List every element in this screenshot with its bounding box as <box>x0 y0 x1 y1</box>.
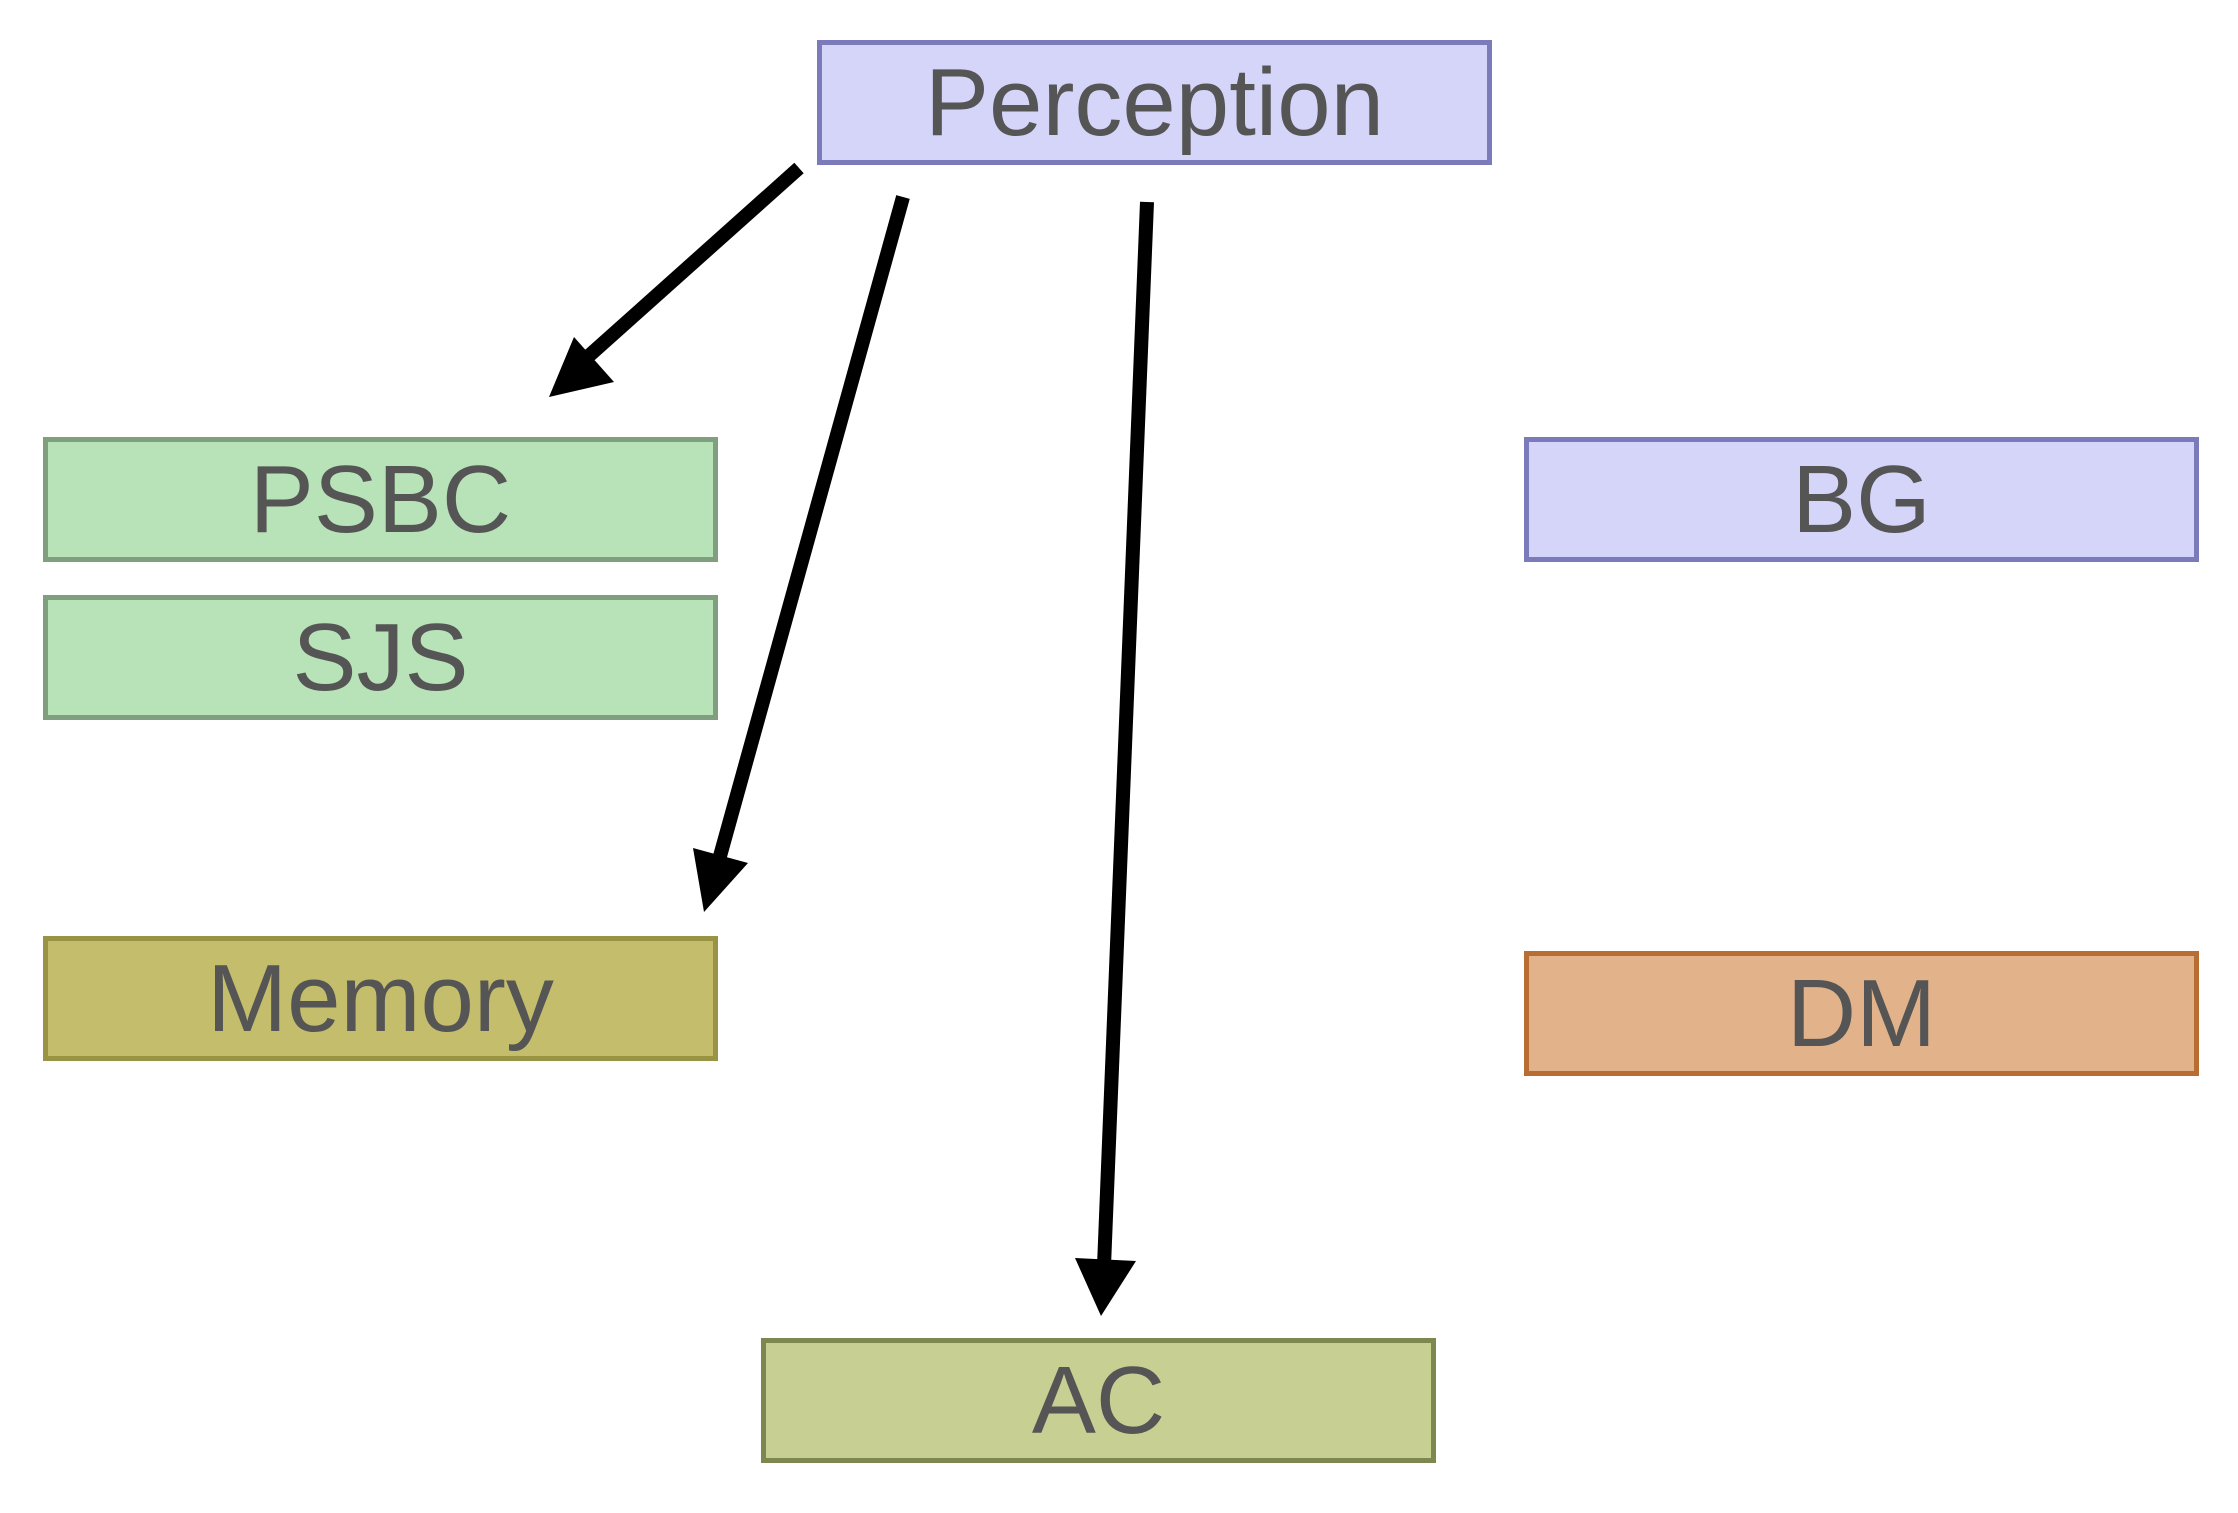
edge-perception-to-ac-line <box>1097 201 1154 1267</box>
edge-perception-to-psbc-arrowhead <box>549 337 614 397</box>
node-psbc: PSBC <box>43 437 718 562</box>
node-dm-label: DM <box>1786 959 1937 1067</box>
node-psbc-label: PSBC <box>249 445 512 553</box>
node-ac-label: AC <box>1031 1346 1166 1454</box>
node-dm: DM <box>1524 951 2199 1076</box>
node-ac: AC <box>761 1338 1436 1463</box>
node-memory-label: Memory <box>207 944 554 1052</box>
edge-perception-to-psbc-line <box>577 162 804 368</box>
edge-perception-to-memory <box>693 195 910 912</box>
node-bg-label: BG <box>1792 445 1931 553</box>
edge-perception-to-memory-arrowhead <box>693 848 748 912</box>
node-bg: BG <box>1524 437 2199 562</box>
node-memory: Memory <box>43 936 718 1061</box>
edge-perception-to-ac <box>1075 201 1154 1316</box>
node-sjs: SJS <box>43 595 718 720</box>
edge-perception-to-psbc <box>549 162 804 397</box>
node-perception-label: Perception <box>925 48 1384 156</box>
node-sjs-label: SJS <box>292 603 469 711</box>
edge-perception-to-memory-line <box>710 195 910 869</box>
edge-perception-to-ac-arrowhead <box>1075 1258 1136 1316</box>
node-perception: Perception <box>817 40 1492 165</box>
